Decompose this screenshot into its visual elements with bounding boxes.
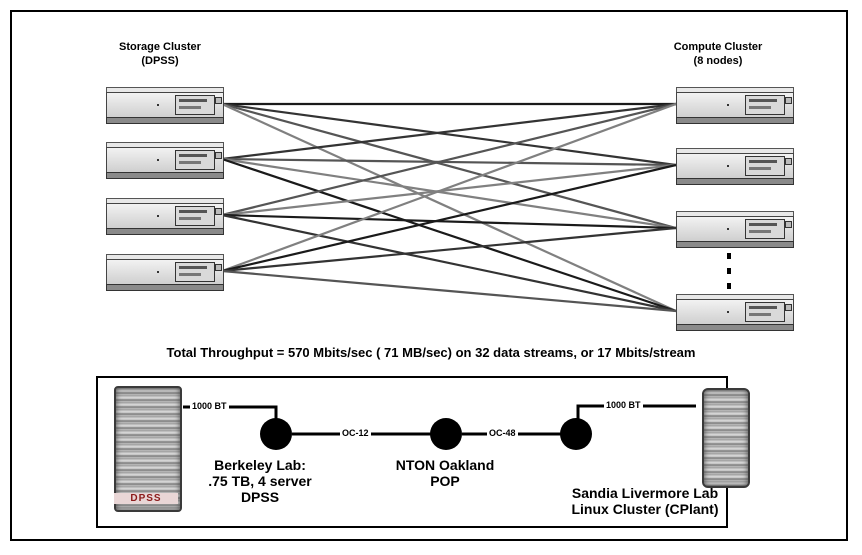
compute-server-2 bbox=[676, 148, 796, 186]
connection-line bbox=[221, 163, 677, 273]
compute-server-4 bbox=[676, 294, 796, 332]
connection-line bbox=[221, 102, 677, 313]
sandia-rack-image bbox=[702, 388, 750, 488]
dpss-rack-image bbox=[114, 386, 182, 512]
connection-line bbox=[221, 269, 677, 313]
connection-line bbox=[221, 213, 677, 230]
storage-server-4 bbox=[106, 254, 226, 292]
connection-line bbox=[221, 102, 677, 167]
berkeley-label-line3: DPSS bbox=[240, 489, 280, 505]
storage-cluster-title: Storage Cluster bbox=[119, 41, 201, 53]
sandia-label-line2: Linux Cluster (CPlant) bbox=[571, 501, 719, 517]
nton-node bbox=[430, 418, 462, 450]
nton-label-line1: NTON Oakland bbox=[395, 457, 495, 473]
compute-cluster-title: Compute Cluster bbox=[673, 41, 763, 53]
storage-server-2 bbox=[106, 142, 226, 180]
connection-line bbox=[221, 102, 677, 273]
berkeley-label-line2: .75 TB, 4 server bbox=[208, 473, 312, 489]
connection-line bbox=[221, 157, 677, 167]
link-label-oc12: OC-12 bbox=[340, 428, 371, 438]
berkeley-label-line1: Berkeley Lab: bbox=[214, 457, 306, 473]
compute-cluster-subtitle: (8 nodes) bbox=[693, 55, 743, 67]
berkeley-node bbox=[260, 418, 292, 450]
compute-server-1 bbox=[676, 87, 796, 125]
connection-line bbox=[221, 102, 677, 161]
connection-line bbox=[221, 213, 677, 313]
connection-line bbox=[221, 102, 677, 230]
throughput-summary: Total Throughput = 570 Mbits/sec ( 71 MB… bbox=[166, 345, 696, 360]
connection-line bbox=[221, 157, 677, 313]
connection-line bbox=[221, 102, 677, 217]
connection-line bbox=[221, 157, 677, 230]
compute-server-3 bbox=[676, 211, 796, 249]
dpss-rack-label: DPSS bbox=[114, 493, 178, 504]
connection-line bbox=[221, 226, 677, 273]
link-label-oc48: OC-48 bbox=[487, 428, 518, 438]
storage-server-1 bbox=[106, 87, 226, 125]
sandia-label-line1: Sandia Livermore Lab bbox=[571, 485, 719, 501]
link-label-1000bt-left: 1000 BT bbox=[190, 401, 229, 411]
nton-label-line2: POP bbox=[430, 473, 460, 489]
connection-line bbox=[221, 163, 677, 217]
link-label-1000bt-right: 1000 BT bbox=[604, 400, 643, 410]
sandia-node bbox=[560, 418, 592, 450]
storage-cluster-subtitle: (DPSS) bbox=[141, 55, 179, 67]
storage-server-3 bbox=[106, 198, 226, 236]
